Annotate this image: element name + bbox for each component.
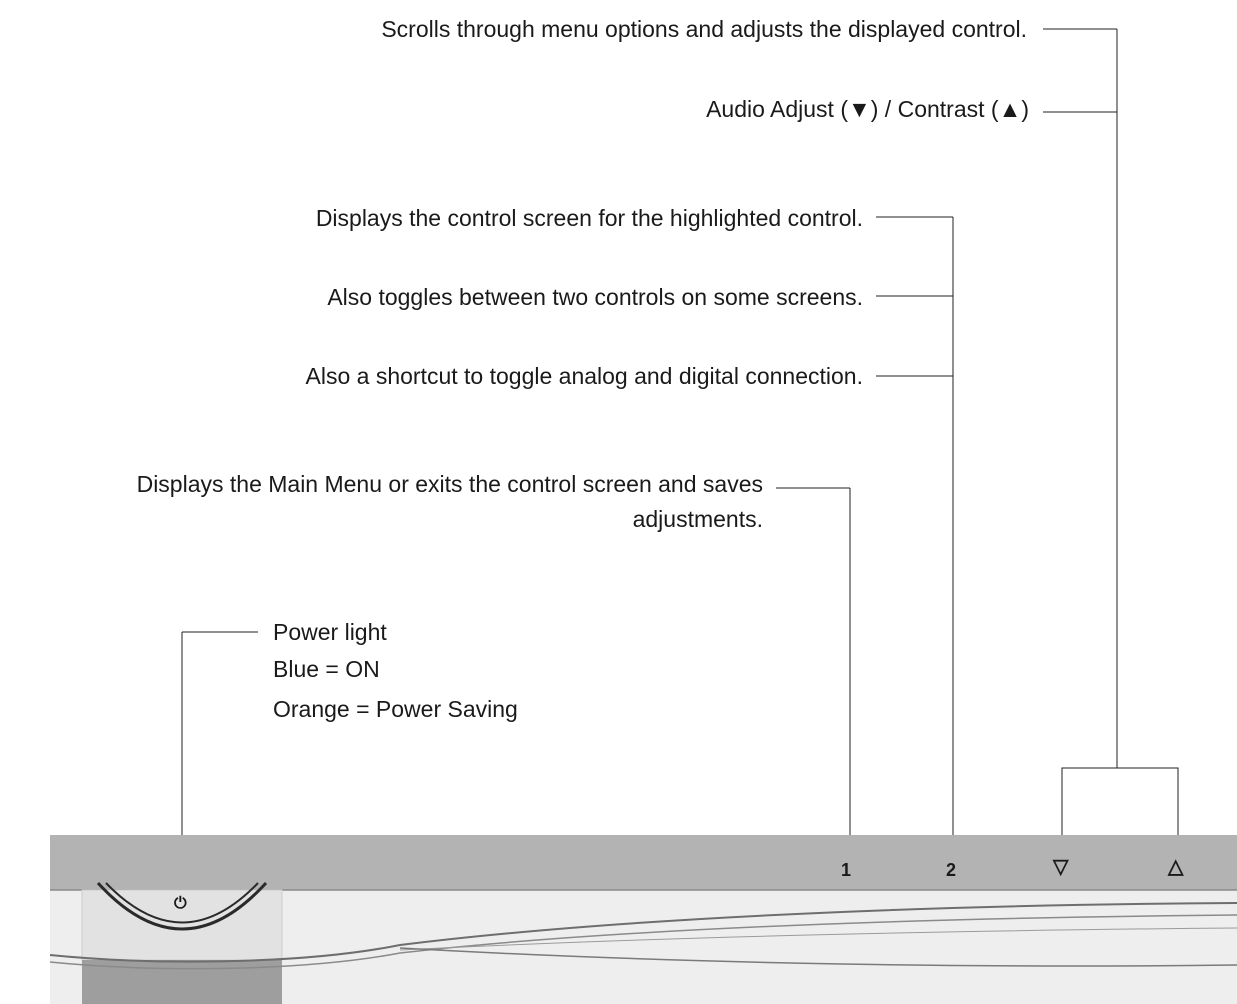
scroll-annotation: Scrolls through menu options and adjusts… [381,16,1027,42]
up-arrow-icon: △ [1168,856,1184,878]
audio-contrast-annotation: Audio Adjust (▼) / Contrast (▲) [706,96,1029,122]
button-1[interactable] [832,852,866,886]
main-menu-annotation-line2: adjustments. [632,506,763,532]
down-button[interactable] [1045,852,1079,886]
button-2-label: 2 [946,860,957,880]
bezel-front [50,890,1237,1004]
down-arrow-icon: ▽ [1053,856,1069,878]
shortcut-toggle-annotation: Also a shortcut to toggle analog and dig… [305,363,864,389]
power-button[interactable] [165,888,199,922]
main-menu-annotation-line1: Displays the Main Menu or exits the cont… [136,471,763,497]
toggle-controls-annotation: Also toggles between two controls on som… [327,284,863,310]
bezel-top-band [50,835,1237,890]
button-2[interactable] [936,852,970,886]
power-light-label: Power light [273,619,387,645]
button-1-label: 1 [841,860,852,880]
up-button[interactable] [1161,852,1195,886]
power-icon: ⏻ [174,895,187,912]
power-orange-saving-label: Orange = Power Saving [273,696,518,722]
power-blue-on-label: Blue = ON [273,656,380,682]
display-control-annotation: Displays the control screen for the high… [315,205,863,231]
